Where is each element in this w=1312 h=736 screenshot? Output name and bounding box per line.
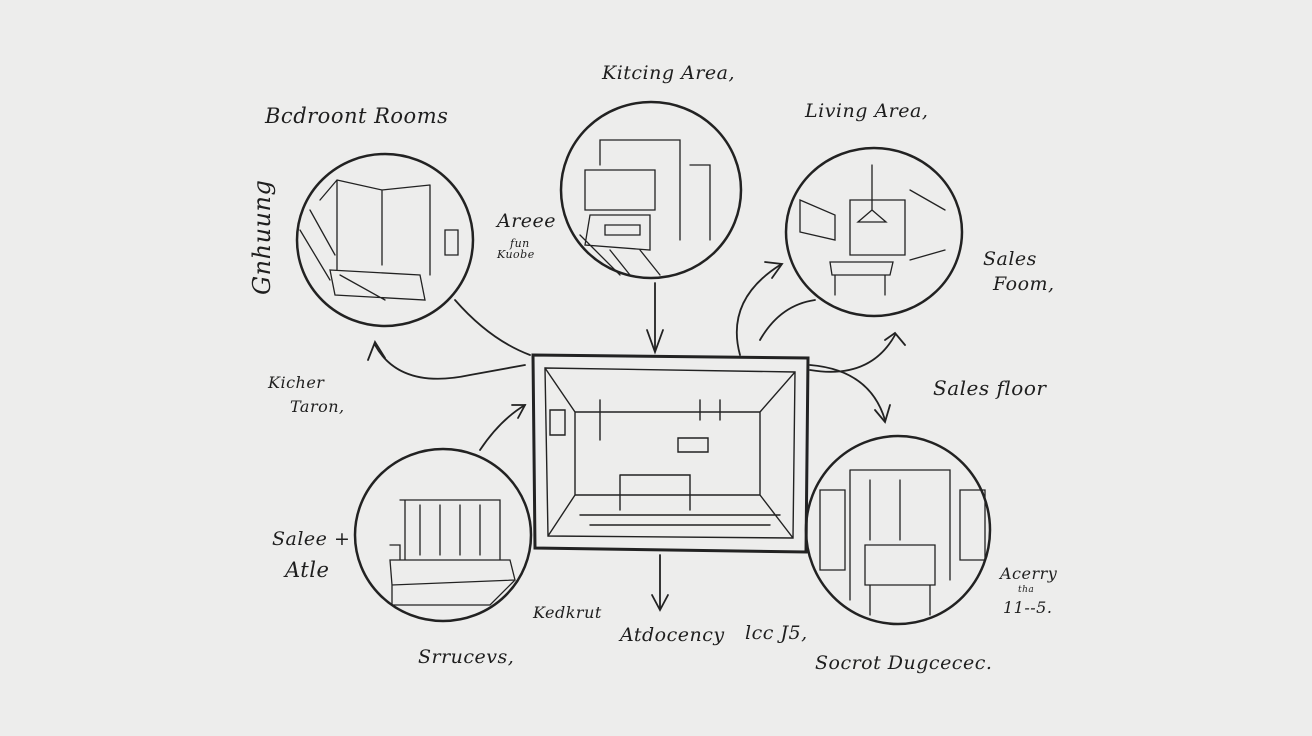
label-kitchen-area: Kitcing Area, bbox=[602, 62, 735, 84]
label-sales-floor: Sales floor bbox=[933, 376, 1047, 400]
label-acerry: Acerry bbox=[1000, 564, 1058, 583]
label-bedroom-rooms: Bcdroont Rooms bbox=[265, 104, 449, 128]
living-circle bbox=[784, 146, 964, 318]
label-vertical: Gnhuung bbox=[248, 179, 276, 295]
label-areee: Areee bbox=[497, 210, 557, 232]
connector-arrows bbox=[367, 261, 906, 612]
label-atle: Atle bbox=[285, 558, 330, 582]
kitchen-circle bbox=[559, 100, 743, 280]
bedroom-circle-2 bbox=[353, 447, 533, 623]
label-living-area: Living Area, bbox=[805, 100, 929, 122]
label-salee: Salee + bbox=[272, 528, 351, 550]
central-room bbox=[531, 353, 810, 554]
bedroom-circle bbox=[295, 152, 475, 328]
label-sales-room-1: Sales bbox=[983, 248, 1037, 270]
label-areee-sub2: Kuobe bbox=[497, 248, 535, 261]
label-adjacency: Atdocency bbox=[620, 624, 725, 646]
label-socrot: Socrot Dugcecec. bbox=[815, 652, 993, 674]
label-taron: Taron, bbox=[290, 397, 345, 416]
label-kedkrut: Kedkrut bbox=[533, 603, 602, 622]
label-lcc: lcc J5, bbox=[745, 622, 808, 644]
bedroom-circle-3 bbox=[804, 434, 992, 626]
label-acerry-sup: tha bbox=[1018, 585, 1035, 595]
label-sales-room-2: Foom, bbox=[993, 273, 1055, 295]
label-areee-sub1: fun bbox=[510, 237, 530, 250]
label-acerry-sub: 11--5. bbox=[1003, 598, 1053, 617]
label-kicher: Kicher bbox=[268, 373, 325, 392]
label-srrucevs: Srrucevs, bbox=[418, 646, 515, 668]
